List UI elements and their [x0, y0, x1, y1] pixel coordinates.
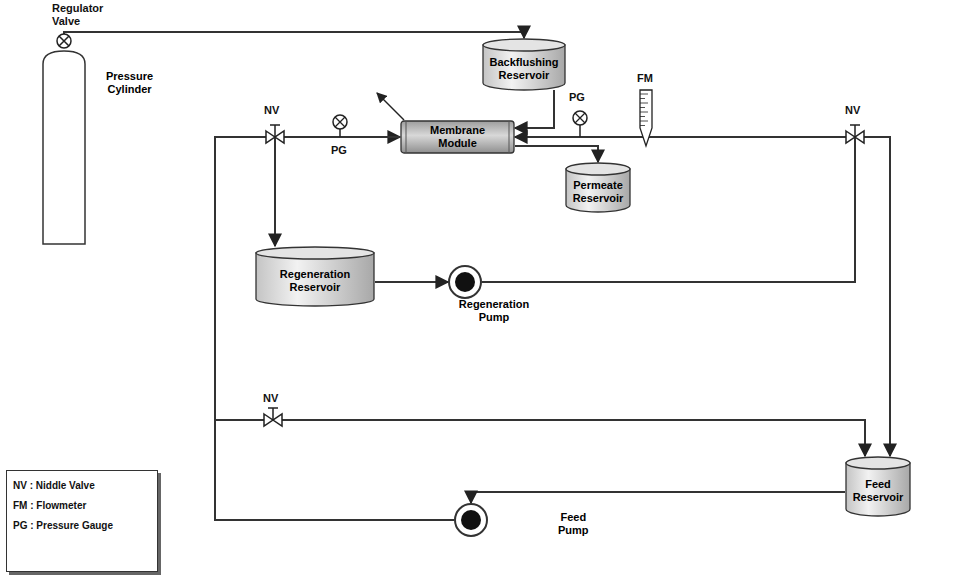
reservoir-tank: Regeneration Reservoir — [255, 246, 375, 306]
tank-body — [256, 253, 374, 306]
legend-entry: PG : Pressure Gauge — [13, 519, 113, 532]
pipe-connector — [482, 137, 855, 282]
pressure-gauge-symbol — [333, 115, 347, 137]
module-end-cap — [406, 121, 509, 153]
needle-valve-symbol — [266, 125, 284, 143]
node-label: Feed Pump — [558, 511, 589, 537]
pump-symbol: Regeneration Pump — [448, 265, 482, 299]
tank-body — [846, 463, 910, 516]
cylinder-body — [43, 51, 85, 244]
flowmeter-tick — [640, 116, 645, 117]
regulator-valve-symbol — [57, 34, 71, 48]
valve-tag: NV — [264, 104, 279, 117]
tank-outline — [42, 48, 86, 245]
tank-top — [483, 39, 565, 51]
needle-valve-symbol — [846, 125, 864, 143]
flowmeter-tick — [640, 103, 648, 104]
node-label: Regeneration Pump — [459, 298, 529, 324]
pump-symbol: Feed Pump — [454, 503, 488, 537]
gauge-tag: PG — [569, 91, 585, 104]
flowmeter-tick — [640, 121, 648, 122]
flowmeter-tag: FM — [637, 72, 653, 85]
reservoir-tank: Permeate Reservoir — [565, 162, 631, 212]
outlet-arrow — [377, 93, 404, 120]
valve-tag: NV — [845, 104, 860, 117]
pipe-connector — [275, 137, 400, 246]
tank-top — [846, 457, 910, 469]
pump-outline — [448, 265, 482, 299]
pipe-connector — [215, 420, 865, 520]
pipe-connector — [515, 146, 598, 162]
pump-casing — [449, 266, 481, 298]
legend-entry: FM : Flowmeter — [13, 499, 86, 512]
flowmeter-tick — [640, 107, 645, 108]
node-label: Pressure Cylinder — [106, 70, 153, 96]
pump-rotor — [455, 272, 475, 292]
pump-rotor — [461, 510, 481, 530]
pressure-cylinder: Pressure Cylinder — [42, 48, 86, 245]
node-label: Backflushing Reservoir — [489, 46, 558, 82]
pressure-gauge-symbol — [573, 111, 587, 137]
tank-top — [256, 247, 374, 259]
flowmeter-tick — [640, 94, 648, 95]
pipe-connector — [515, 90, 554, 128]
module-body — [401, 121, 514, 153]
legend-entry: NV : Niddle Valve — [13, 479, 95, 492]
gauge-tag: PG — [331, 144, 347, 157]
flowmeter-symbol — [640, 90, 652, 146]
reservoir-tank: Backflushing Reservoir — [482, 38, 566, 90]
tank-body — [483, 45, 565, 90]
valve-label: Regulator Valve — [52, 2, 103, 28]
needle-valve-symbol — [264, 408, 282, 426]
node-label: Regeneration Reservoir — [280, 258, 350, 294]
node-label: Feed Reservoir — [853, 468, 904, 504]
flowmeter-tick — [640, 98, 645, 99]
membrane-module: Membrane Module — [400, 120, 515, 154]
pump-casing — [455, 504, 487, 536]
valve-tag: NV — [263, 392, 278, 405]
flowmeter-tick — [640, 125, 645, 126]
node-label: Permeate Reservoir — [573, 169, 624, 205]
node-label: Membrane Module — [430, 124, 485, 150]
pipe-connector — [215, 137, 454, 520]
reservoir-tank: Feed Reservoir — [845, 456, 911, 516]
flowmeter-tick — [640, 112, 648, 113]
pipe-connector — [471, 492, 845, 503]
pipe-connector — [375, 281, 448, 283]
pipe-connector — [64, 32, 524, 48]
pipe-connector — [515, 137, 890, 456]
pump-outline — [454, 503, 488, 537]
tank-top — [566, 163, 630, 175]
